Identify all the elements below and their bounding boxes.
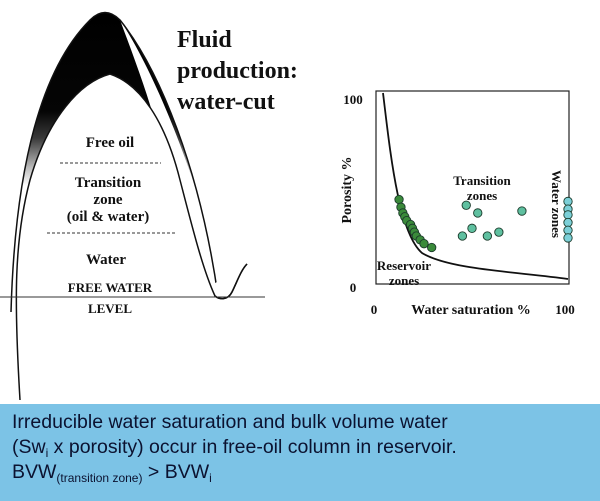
- caption-line-3-subscript-1: (transition zone): [56, 471, 143, 485]
- anticline: Free oil Transition zone (oil & water) W…: [0, 11, 298, 401]
- caption-box: Irreducible water saturation and bulk vo…: [0, 404, 600, 501]
- figure: Free oil Transition zone (oil & water) W…: [0, 11, 575, 401]
- y-axis-label: Porosity %: [340, 156, 355, 223]
- caption-line-2-subscript: i: [45, 446, 49, 460]
- transition-point-1: [461, 200, 471, 210]
- anticline-outer-edge: [10, 11, 219, 313]
- water-zones-label: Water zones: [549, 170, 564, 238]
- plot-frame: [375, 90, 570, 285]
- transition-point-2: [467, 223, 477, 233]
- title-line-1: Fluid: [177, 27, 232, 53]
- y-tick-min: 0: [350, 280, 357, 295]
- caption-line-2-end: x porosity) occur in free-oil column in …: [48, 436, 457, 458]
- reservoir-point-1: [394, 194, 404, 205]
- title-line-2: production:: [177, 58, 298, 84]
- anticline-tail: [214, 263, 248, 300]
- caption-line-2: (Swi x porosity) occur in free-oil colum…: [12, 435, 590, 460]
- transition-point-3: [473, 208, 483, 218]
- x-axis-label: Water saturation %: [411, 303, 531, 318]
- free-water-level-label-2: LEVEL: [88, 301, 132, 316]
- caption-line-3: BVW(transition zone) > BVWi: [12, 460, 590, 485]
- free-oil-label: Free oil: [86, 135, 134, 151]
- transition-zones-label-2: zones: [467, 188, 497, 203]
- title-line-3: water-cut: [177, 89, 275, 115]
- x-tick-min: 0: [371, 302, 378, 317]
- free-water-level-label-1: FREE WATER: [68, 280, 153, 295]
- reservoir-point-12: [427, 242, 437, 253]
- water-zone-point-6: [563, 233, 573, 243]
- x-tick-max: 100: [555, 302, 575, 317]
- transition-point-7: [457, 231, 468, 241]
- reservoir-point-11: [419, 239, 429, 249]
- data-points: [394, 194, 573, 253]
- transition-zone-label-1: Transition: [75, 175, 142, 191]
- transition-zone-label-3: (oil & water): [67, 209, 149, 225]
- transition-point-6: [517, 206, 527, 216]
- water-zone-point-1: [563, 196, 573, 207]
- bvw-curve: [382, 92, 569, 280]
- porosity-saturation-plot: 100 0 0 100 Water saturation % Porosity …: [340, 90, 575, 318]
- reservoir-zones-label-1: Reservoir: [377, 258, 431, 273]
- y-tick-max: 100: [343, 92, 363, 107]
- caption-line-3-mid: > BVW: [142, 461, 210, 483]
- water-label: Water: [86, 252, 126, 268]
- transition-point-4: [482, 231, 493, 241]
- water-zone-point-4: [563, 217, 573, 228]
- transition-point-5: [494, 227, 504, 237]
- caption-line-3-subscript-2: i: [209, 471, 212, 485]
- reservoir-zones-label-2: zones: [389, 273, 419, 288]
- water-zone-point-5: [563, 225, 573, 235]
- caption-line-3-start: BVW: [12, 461, 57, 483]
- transition-zones-label-1: Transition: [453, 173, 511, 188]
- transition-zone-label-2: zone: [93, 192, 123, 208]
- water-zone-point-3: [563, 210, 573, 220]
- caption-line-2-start: (Sw: [12, 436, 46, 458]
- caption-line-1: Irreducible water saturation and bulk vo…: [12, 411, 448, 433]
